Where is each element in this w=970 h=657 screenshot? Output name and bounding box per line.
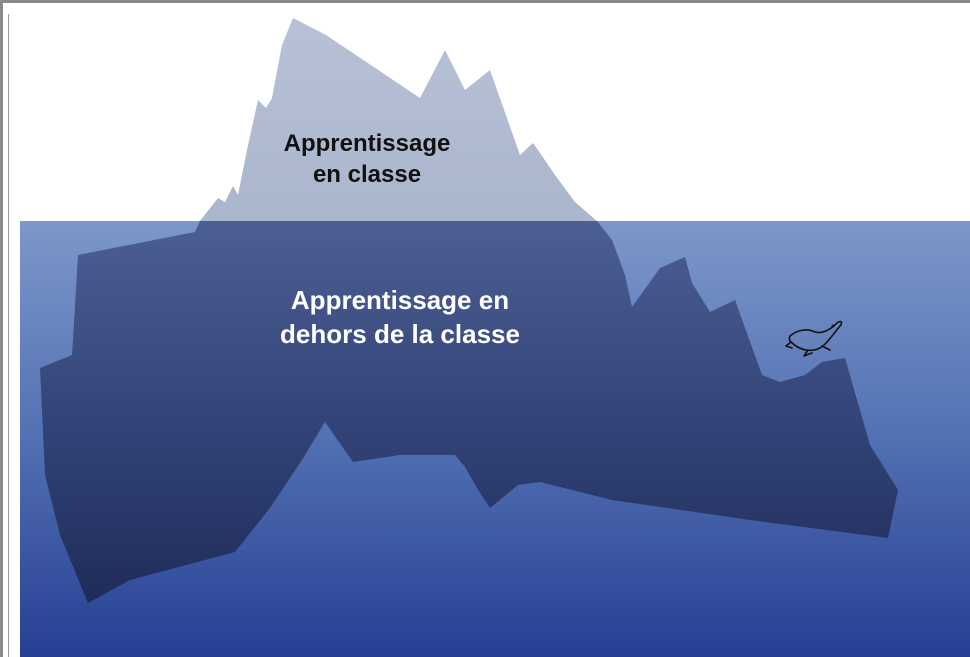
iceberg-below-water — [40, 221, 898, 603]
iceberg-above-water — [200, 18, 597, 221]
above-water-label-line1: Apprentissage — [283, 130, 451, 157]
above-water-label-line2: en classe — [312, 161, 422, 189]
below-water-label-line2: dehors de la classe — [280, 318, 520, 349]
frame-inner-line — [8, 14, 9, 657]
seal-icon — [785, 320, 843, 357]
above-water-label: Apprentissage en classe — [232, 128, 502, 190]
below-water-label-line1: Apprentissage en — [290, 285, 510, 315]
below-water-label: Apprentissage en dehors de la classe — [230, 284, 570, 352]
